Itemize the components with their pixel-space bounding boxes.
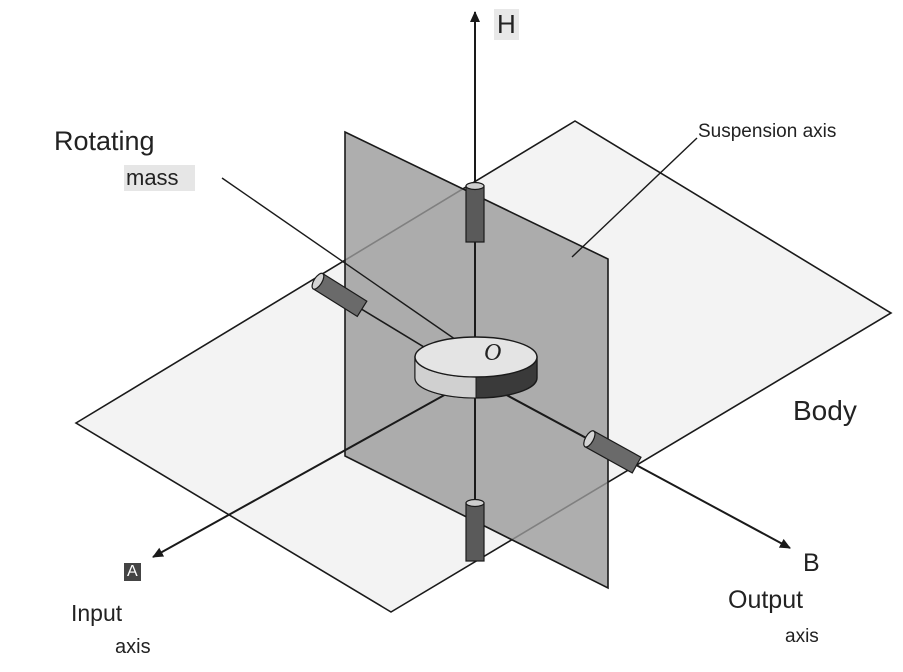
center-label: O [484, 340, 502, 366]
input-label: Input [71, 600, 123, 626]
output-label: Output [728, 586, 804, 614]
b-axis-label: B [803, 549, 820, 577]
input-axis-line [152, 377, 476, 558]
rotating-mass-pointer [221, 177, 463, 345]
a-axis-label: A [124, 563, 141, 581]
suspension-axis-label: Suspension axis [698, 121, 837, 142]
mass-label: mass [124, 165, 195, 191]
h-axis-label: H [494, 9, 519, 40]
rotating-label: Rotating [54, 126, 155, 156]
rotating-disc [414, 336, 538, 399]
front-pivot [583, 430, 642, 474]
body-label: Body [793, 395, 857, 426]
top-pivot [465, 181, 485, 243]
input-axis-label: axis [115, 636, 151, 658]
suspension-axis-pointer [571, 137, 698, 258]
rear-pivot [311, 272, 368, 318]
output-axis-label: axis [785, 626, 819, 647]
bottom-pivot [465, 498, 485, 562]
